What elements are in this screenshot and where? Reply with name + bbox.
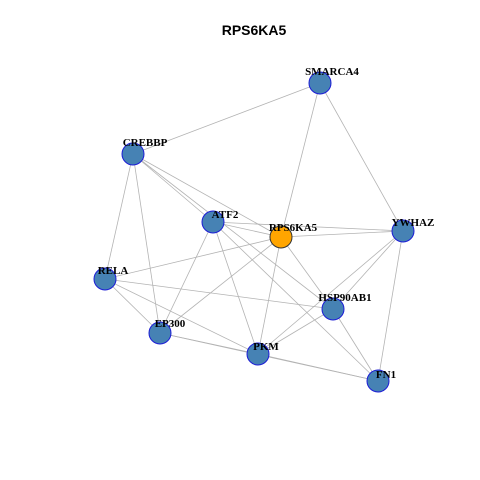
node-label-ywhaz: YWHAZ xyxy=(392,217,435,229)
edge-pkm-fn1 xyxy=(257,353,379,382)
edge-atf2-ep300 xyxy=(159,221,214,334)
edge-crebbp-hsp90ab1 xyxy=(132,153,334,310)
edge-rps6ka5-pkm xyxy=(257,236,282,355)
node-hsp90ab1[interactable] xyxy=(321,297,345,321)
edge-ywhaz-fn1 xyxy=(377,230,404,382)
edge-hsp90ab1-pkm xyxy=(257,308,334,355)
node-label-ep300: EP300 xyxy=(155,318,186,330)
node-ywhaz[interactable] xyxy=(391,219,415,243)
edge-atf2-ywhaz xyxy=(212,221,404,232)
edge-rela-pkm xyxy=(104,278,259,355)
edge-smarca4-ywhaz xyxy=(319,82,404,232)
edge-hsp90ab1-fn1 xyxy=(332,308,379,382)
edge-crebbp-rps6ka5 xyxy=(132,153,282,238)
edge-atf2-pkm xyxy=(212,221,259,355)
node-rela[interactable] xyxy=(93,267,117,291)
edge-ywhaz-hsp90ab1 xyxy=(332,230,404,310)
node-rps6ka5[interactable] xyxy=(269,225,293,249)
node-label-smarca4: SMARCA4 xyxy=(305,66,359,78)
edge-atf2-fn1 xyxy=(212,221,379,382)
node-atf2[interactable] xyxy=(201,210,225,234)
diagram-title: RPS6KA5 xyxy=(222,22,287,38)
node-smarca4[interactable] xyxy=(308,71,332,95)
edge-rela-ep300 xyxy=(104,278,161,334)
node-pkm[interactable] xyxy=(246,342,270,366)
edge-rps6ka5-rela xyxy=(104,236,282,280)
edge-crebbp-ep300 xyxy=(132,153,161,334)
node-fn1[interactable] xyxy=(366,369,390,393)
node-label-rela: RELA xyxy=(98,265,129,277)
node-label-crebbp: CREBBP xyxy=(123,137,168,149)
edge-crebbp-atf2 xyxy=(132,153,214,223)
node-label-pkm: PKM xyxy=(253,341,279,353)
node-label-atf2: ATF2 xyxy=(212,209,239,221)
edge-layer xyxy=(104,82,404,382)
node-label-rps6ka5: RPS6KA5 xyxy=(269,222,318,234)
node-crebbp[interactable] xyxy=(121,142,145,166)
edge-rela-hsp90ab1 xyxy=(104,278,334,310)
node-label-fn1: FN1 xyxy=(376,369,396,381)
edge-rps6ka5-hsp90ab1 xyxy=(280,236,334,310)
edge-crebbp-rela xyxy=(104,153,134,280)
edge-ywhaz-pkm xyxy=(257,230,404,355)
edge-smarca4-crebbp xyxy=(132,82,321,155)
edge-smarca4-rps6ka5 xyxy=(280,82,321,238)
edge-rps6ka5-ywhaz xyxy=(280,230,404,238)
node-layer xyxy=(93,71,415,393)
edge-rps6ka5-ep300 xyxy=(159,236,282,334)
node-ep300[interactable] xyxy=(148,321,172,345)
node-label-hsp90ab1: HSP90AB1 xyxy=(318,292,371,304)
edge-atf2-rps6ka5 xyxy=(212,221,282,238)
